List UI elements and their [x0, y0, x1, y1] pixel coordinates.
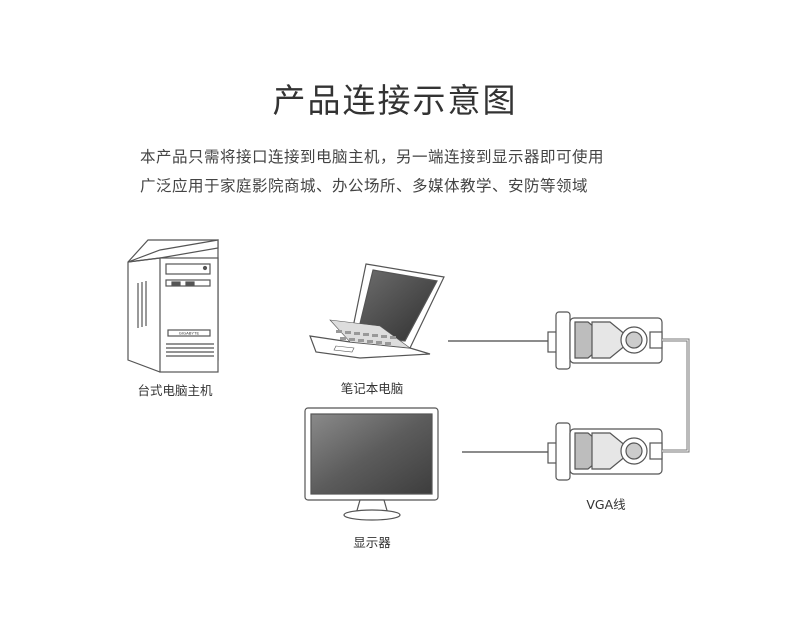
vga-cable	[662, 338, 690, 453]
laptop-icon	[309, 263, 445, 359]
description-line-2: 广泛应用于家庭影院商城、办公场所、多媒体教学、安防等领域	[140, 177, 589, 195]
page-title: 产品连接示意图	[272, 81, 518, 120]
description-line-1: 本产品只需将接口连接到电脑主机，另一端连接到显示器即可使用	[140, 148, 605, 166]
laptop-label: 笔记本电脑	[340, 381, 404, 396]
vga-cable-label: VGA线	[586, 497, 626, 512]
vga-connector-top-icon	[547, 311, 663, 370]
monitor-label: 显示器	[353, 535, 391, 550]
brand-text: GIGABYTE	[179, 331, 200, 336]
monitor-icon	[304, 407, 439, 521]
desktop-tower-icon	[127, 239, 219, 373]
vga-connector-bottom-icon	[547, 422, 663, 481]
desktop-label: 台式电脑主机	[137, 383, 213, 398]
